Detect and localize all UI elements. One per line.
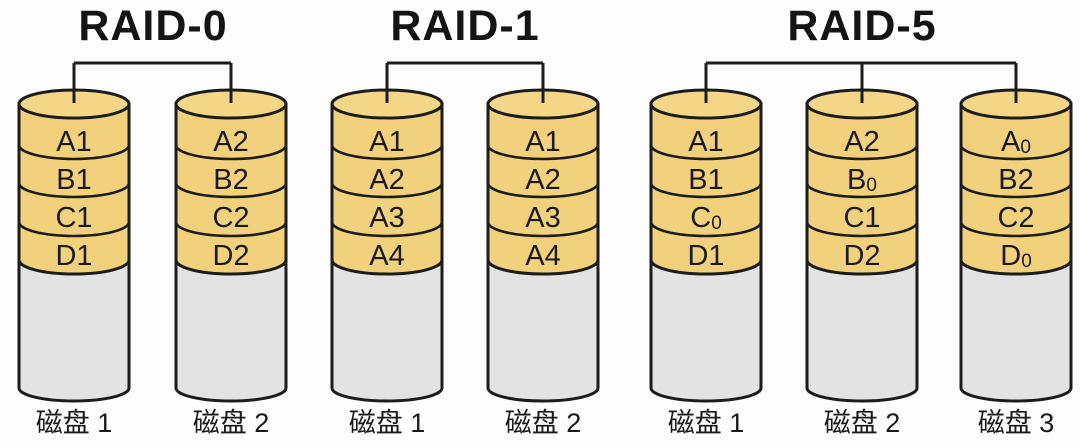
band-separator (17, 182, 131, 199)
block-label: D1 (687, 240, 724, 272)
band-separator (649, 221, 763, 238)
block-label: A1 (56, 126, 91, 158)
block-label: A3 (525, 202, 560, 234)
band-separator (959, 144, 1073, 161)
block-label: A2 (844, 126, 879, 158)
block-label: D2 (843, 240, 880, 272)
band-separator (649, 182, 763, 199)
disk-label: 磁盘 2 (505, 408, 582, 438)
disk-label: 磁盘 2 (193, 408, 270, 438)
band-separator (17, 144, 131, 161)
block-label: A3 (369, 202, 404, 234)
block-label: B0 (847, 164, 877, 196)
connector-lines (385, 61, 545, 103)
block-label: B1 (56, 164, 91, 196)
block-label: C1 (55, 202, 92, 234)
block-label: A4 (369, 240, 404, 272)
band-separator (486, 221, 600, 238)
connector-lines (704, 61, 1018, 103)
band-separator (330, 221, 444, 238)
raid-0-title: RAID-0 (78, 2, 228, 50)
raid-1-title: RAID-1 (390, 2, 540, 50)
block-label: A2 (525, 164, 560, 196)
band-separator (486, 182, 600, 199)
block-label: B2 (213, 164, 248, 196)
block-label: D1 (55, 240, 92, 272)
disk-label: 磁盘 1 (349, 408, 426, 438)
disk-data-stack (330, 102, 444, 276)
band-separator (330, 144, 444, 161)
block-label: B1 (688, 164, 723, 196)
block-label: A4 (525, 240, 560, 272)
block-label: C1 (843, 202, 880, 234)
disk-data-stack (805, 102, 919, 276)
band-separator (649, 144, 763, 161)
disk-label: 磁盘 1 (36, 408, 113, 438)
block-label: A2 (213, 126, 248, 158)
block-label: A1 (525, 126, 560, 158)
disk-label: 磁盘 3 (978, 408, 1055, 438)
band-separator (174, 144, 288, 161)
band-separator (805, 182, 919, 199)
band-separator (959, 182, 1073, 199)
disk-data-stack (17, 102, 131, 276)
band-separator (805, 221, 919, 238)
band-separator (805, 144, 919, 161)
band-separator (17, 221, 131, 238)
band-separator (174, 221, 288, 238)
disk-data-stack (649, 102, 763, 276)
block-label: C2 (997, 202, 1034, 234)
disk-label: 磁盘 2 (824, 408, 901, 438)
band-separator (486, 144, 600, 161)
connector-lines (72, 61, 233, 103)
band-separator (330, 182, 444, 199)
block-label: A2 (369, 164, 404, 196)
block-label: B2 (998, 164, 1033, 196)
disk-data-stack (959, 102, 1073, 276)
block-label: D2 (212, 240, 249, 272)
raid-5-title: RAID-5 (787, 2, 937, 50)
disk-label: 磁盘 1 (668, 408, 745, 438)
block-label: C2 (212, 202, 249, 234)
disk-data-stack (486, 102, 600, 276)
band-separator (959, 221, 1073, 238)
band-separator (174, 182, 288, 199)
block-label: A1 (688, 126, 723, 158)
block-label: A1 (369, 126, 404, 158)
disk-data-stack (174, 102, 288, 276)
